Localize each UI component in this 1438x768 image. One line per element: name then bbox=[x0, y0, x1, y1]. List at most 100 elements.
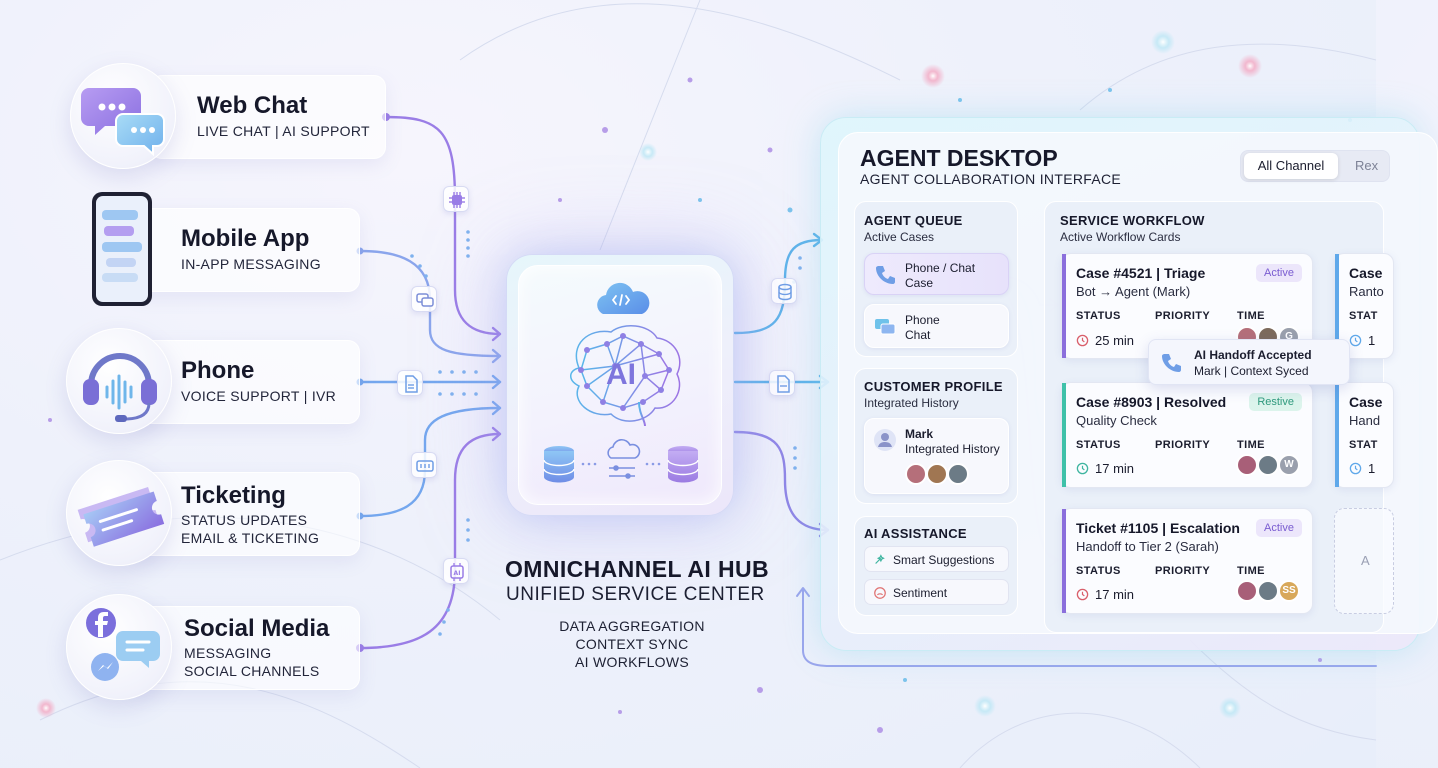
panel-title: CUSTOMER PROFILE bbox=[864, 379, 1003, 394]
elapsed-time: 17 min bbox=[1095, 587, 1135, 602]
avatar: SS bbox=[1278, 580, 1300, 602]
avatar bbox=[947, 463, 969, 485]
queue-item-type: Chat bbox=[905, 328, 931, 342]
card-title: Case bbox=[1349, 265, 1383, 281]
panel-subtitle: Integrated History bbox=[864, 396, 959, 410]
hub-title: OMNICHANNEL AI HUB bbox=[505, 556, 770, 582]
workflow-card[interactable]: Ticket #1105 | Escalation Active Handoff… bbox=[1061, 508, 1313, 614]
ai-chip-icon: AI bbox=[443, 558, 469, 584]
hub-subtitle: UNIFIED SERVICE CENTER bbox=[506, 584, 765, 605]
workflow-card-partial[interactable]: Case Hand STAT 1 bbox=[1334, 382, 1394, 488]
channel-subtitle: SOCIAL CHANNELS bbox=[184, 663, 320, 679]
tab-rex[interactable]: Rex bbox=[1355, 158, 1379, 173]
channel-title: Mobile App bbox=[181, 225, 310, 252]
channel-subtitle: MESSAGING bbox=[184, 645, 272, 661]
file-icon bbox=[769, 370, 795, 396]
card-subtitle: Hand bbox=[1349, 413, 1381, 428]
channel-subtitle: IN-APP MESSAGING bbox=[181, 256, 321, 272]
data-block-icon bbox=[411, 452, 437, 478]
card-accent bbox=[1335, 254, 1339, 358]
channel-card-web-chat[interactable] bbox=[150, 75, 386, 159]
sparkle-icon bbox=[875, 554, 885, 564]
queue-item-type: Case bbox=[905, 276, 934, 290]
omnichannel-hub[interactable]: AI bbox=[518, 265, 722, 505]
sync-cloud-icon bbox=[607, 439, 641, 479]
channel-title: Ticketing bbox=[181, 482, 286, 509]
channel-icon-mobile-app bbox=[70, 192, 176, 306]
card-title: Case #4521 | Triage bbox=[1076, 265, 1206, 281]
sentiment-button[interactable]: Sentiment bbox=[864, 579, 1009, 605]
column-time: TIME bbox=[1237, 310, 1265, 322]
card-title: Ticket #1105 | Escalation bbox=[1076, 520, 1240, 536]
channel-icon-web-chat bbox=[70, 63, 176, 169]
queue-item-phone[interactable]: Phone Chat bbox=[864, 304, 1009, 348]
panel-title: AI ASSISTANCE bbox=[864, 526, 967, 541]
clock-icon bbox=[1349, 462, 1362, 475]
handoff-notification[interactable]: AI Handoff Accepted Mark | Context Syced bbox=[1148, 339, 1350, 385]
workflow-card[interactable]: Case #8903 | Resolved Restive Quality Ch… bbox=[1061, 382, 1313, 488]
avatar bbox=[1257, 580, 1279, 602]
database-icon bbox=[667, 446, 699, 483]
card-title: Case bbox=[1349, 394, 1383, 410]
database-icon bbox=[543, 446, 575, 483]
channel-icon-phone bbox=[66, 328, 172, 434]
workflow-card-partial[interactable]: Case Ranto STAT 1 bbox=[1334, 253, 1394, 359]
column-status: STAT bbox=[1349, 310, 1378, 322]
channel-title: Social Media bbox=[184, 615, 330, 642]
queue-item-label: Phone / Chat bbox=[905, 261, 976, 275]
elapsed-time: 1 bbox=[1368, 461, 1376, 476]
handoff-detail: Mark | Context Syced bbox=[1194, 364, 1309, 378]
panel-subtitle: Active Workflow Cards bbox=[1060, 230, 1181, 244]
channel-title: Phone bbox=[181, 357, 255, 384]
avatar bbox=[1257, 454, 1279, 476]
column-status: STATUS bbox=[1076, 565, 1121, 577]
queue-item-label: Phone bbox=[905, 313, 940, 327]
customer-name: Mark bbox=[905, 427, 934, 441]
channel-subtitle: VOICE SUPPORT | IVR bbox=[181, 388, 337, 404]
smart-suggestions-button[interactable]: Smart Suggestions bbox=[864, 546, 1009, 572]
svg-text:AI: AI bbox=[454, 570, 461, 577]
assist-label: Smart Suggestions bbox=[893, 553, 995, 567]
card-subtitle: A bbox=[1361, 553, 1370, 568]
avatar bbox=[1236, 454, 1258, 476]
column-priority: PRIORITY bbox=[1155, 439, 1211, 451]
card-accent bbox=[1062, 254, 1066, 358]
headset-icon bbox=[83, 353, 157, 422]
database-icon bbox=[771, 278, 797, 304]
chat-icon bbox=[875, 319, 896, 335]
user-icon bbox=[874, 429, 896, 451]
channel-title: Web Chat bbox=[197, 92, 308, 119]
channel-icon-social-media bbox=[66, 594, 172, 700]
avatar bbox=[905, 463, 927, 485]
hub-function: CONTEXT SYNC bbox=[575, 636, 689, 652]
panel-title: AGENT QUEUE bbox=[864, 213, 963, 228]
tab-all-channel[interactable]: All Channel bbox=[1244, 153, 1338, 179]
social-media-icon bbox=[86, 608, 160, 681]
message-icon bbox=[411, 286, 437, 312]
desktop-subtitle: AGENT COLLABORATION INTERFACE bbox=[860, 171, 1122, 187]
column-priority: PRIORITY bbox=[1155, 310, 1211, 322]
hub-function: DATA AGGREGATION bbox=[559, 618, 705, 634]
channel-subtitle: LIVE CHAT | AI SUPPORT bbox=[197, 123, 370, 139]
channel-icon-ticketing bbox=[66, 460, 172, 566]
column-status: STATUS bbox=[1076, 439, 1121, 451]
card-subtitle: Ranto bbox=[1349, 284, 1384, 299]
workflow-card-placeholder[interactable]: A bbox=[1334, 508, 1394, 614]
status-badge: Restive bbox=[1249, 393, 1302, 411]
panel-title: SERVICE WORKFLOW bbox=[1060, 213, 1205, 228]
column-time: TIME bbox=[1237, 565, 1265, 577]
queue-item-phone-chat[interactable]: Phone / Chat Case bbox=[864, 253, 1009, 295]
clock-icon bbox=[1349, 334, 1362, 347]
column-status: STAT bbox=[1349, 439, 1378, 451]
avatar bbox=[1236, 580, 1258, 602]
card-subtitle: Handoff to Tier 2 (Sarah) bbox=[1076, 539, 1219, 554]
avatar bbox=[926, 463, 948, 485]
status-badge: Active bbox=[1256, 519, 1302, 537]
phone-icon bbox=[876, 266, 895, 284]
card-subtitle: Bot → Agent (Mark) bbox=[1076, 284, 1191, 299]
card-accent bbox=[1335, 383, 1339, 487]
elapsed-time: 25 min bbox=[1095, 333, 1135, 348]
elapsed-time: 17 min bbox=[1095, 461, 1135, 476]
customer-card[interactable]: Mark Integrated History bbox=[864, 418, 1009, 494]
status-badge: Active bbox=[1256, 264, 1302, 282]
